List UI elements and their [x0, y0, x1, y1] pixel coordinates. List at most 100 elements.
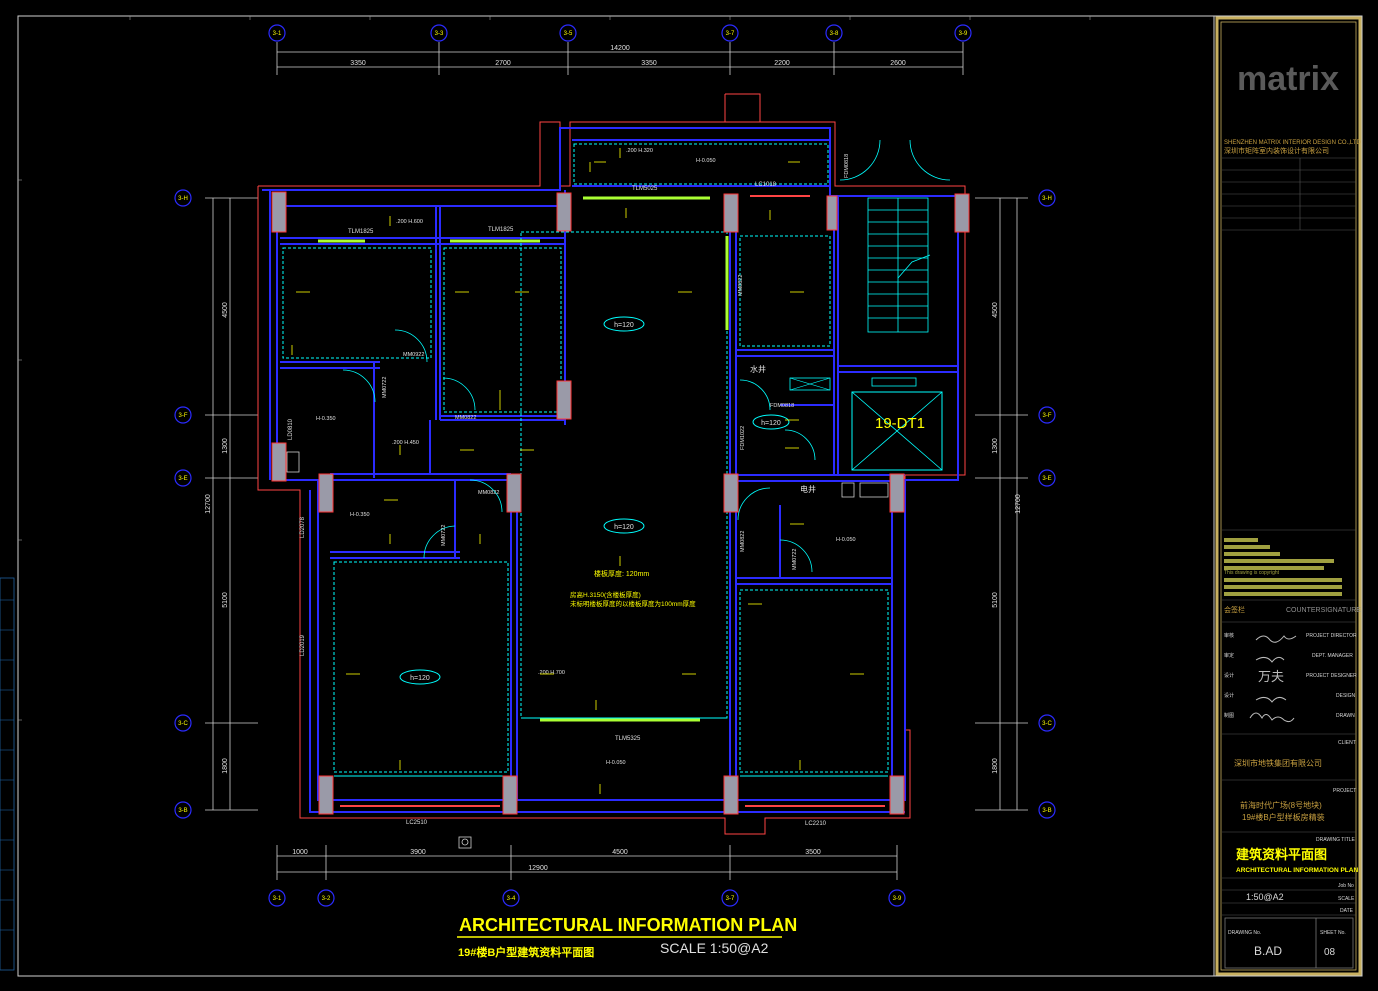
right-dim-3: 5100: [992, 592, 999, 608]
svg-text:3-1: 3-1: [273, 896, 282, 902]
designer-name: 万夫: [1258, 670, 1284, 685]
socket-label: .200 H.700: [538, 670, 565, 676]
door-label: FDM0818: [844, 154, 850, 178]
drawing-border: [17, 15, 1363, 977]
windows: [318, 196, 729, 722]
sheet-no-label: SHEET No.: [1320, 930, 1346, 936]
bottom-dim-1: 1000: [292, 849, 308, 856]
svg-text:3-E: 3-E: [1042, 476, 1051, 482]
role-label-cn: 审核: [1224, 632, 1234, 639]
note-slab: 楼板厚度: 120mm: [594, 569, 649, 578]
window-label: LD2078: [300, 516, 306, 538]
svg-text:3-5: 3-5: [564, 31, 573, 37]
title-block: matrix SHENZHEN MATRIX INTERIOR DESIGN C…: [1215, 16, 1362, 976]
left-dim-2: 1300: [222, 438, 229, 454]
svg-text:3-2: 3-2: [322, 896, 331, 902]
room-height-4: h=120: [761, 420, 781, 427]
door-label: MM0822: [738, 275, 744, 296]
svg-text:3-C: 3-C: [178, 721, 188, 727]
role-label-cn: 设计: [1224, 692, 1234, 699]
plan-title-cn: 19#楼B户型建筑资料平面图: [458, 945, 594, 959]
svg-text:3-F: 3-F: [1043, 413, 1052, 419]
door-label: MM0822: [455, 415, 476, 421]
svg-text:3-B: 3-B: [178, 808, 187, 814]
right-dim-4: 1800: [992, 758, 999, 774]
window-label: TLM1825: [488, 227, 514, 233]
svg-text:3-B: 3-B: [1042, 808, 1051, 814]
door-label: MM0922: [403, 352, 424, 358]
scale-label: SCALE: [1338, 896, 1355, 902]
project-line-2: 19#楼B户型样板房精装: [1242, 812, 1325, 822]
role-label-cn: 制图: [1224, 712, 1234, 719]
svg-text:3-7: 3-7: [726, 31, 735, 37]
svg-text:3-9: 3-9: [893, 896, 902, 902]
window-label: LD2019: [300, 634, 306, 656]
role-label-cn: 设计: [1224, 672, 1234, 679]
right-dim-2: 1300: [992, 438, 999, 454]
svg-text:3-9: 3-9: [959, 31, 968, 37]
company-logo: matrix: [1237, 60, 1339, 98]
left-dim-3: 5100: [222, 592, 229, 608]
countersign-cn: 会签栏: [1224, 605, 1245, 614]
door-swings: [342, 139, 951, 573]
project-line-1: 前海时代广场(8号地块): [1240, 800, 1322, 810]
socket-label: .200 H.600: [396, 219, 423, 225]
drawing-title-en: ARCHITECTURAL INFORMATION PLAN: [1236, 867, 1358, 874]
countersign-en: COUNTERSIGNATURE: [1286, 607, 1361, 614]
role-label: DRAWN: [1336, 713, 1355, 719]
job-no-label: Job No: [1338, 883, 1354, 889]
left-dim-1: 4500: [222, 302, 229, 318]
svg-text:3-7: 3-7: [726, 896, 735, 902]
svg-text:3-H: 3-H: [1042, 196, 1052, 202]
bottom-dim-3: 4500: [612, 849, 628, 856]
scale-value: 1:50@A2: [1246, 892, 1284, 902]
role-label-cn: 审定: [1224, 652, 1234, 659]
role-label: PROJECT DESIGNER: [1306, 673, 1357, 679]
svg-text:3-8: 3-8: [830, 31, 839, 37]
note-default: 未标明楼板厚度的以楼板厚度为100mm厚度: [570, 599, 696, 608]
sheet-number: 08: [1324, 947, 1336, 958]
window-label: LD0810: [288, 418, 294, 440]
drawing-title-label: DRAWING TITLE: [1316, 837, 1356, 843]
lift-label: 19-DT1: [875, 415, 925, 432]
lift-shaft: [851, 377, 943, 471]
date-label: DATE: [1340, 908, 1354, 914]
svg-text:3-1: 3-1: [273, 31, 282, 37]
role-label: PROJECT DIRECTOR: [1306, 633, 1357, 639]
signatures: [1249, 635, 1297, 723]
door-label: MM0722: [792, 549, 798, 570]
level-label: H-0.050: [696, 158, 716, 164]
door-label: MM0722: [382, 377, 388, 398]
drawing-title-cn: 建筑资料平面图: [1236, 847, 1327, 862]
room-height-3: h=120: [410, 675, 430, 682]
level-label: H-0.050: [836, 537, 856, 543]
left-dim-4: 1800: [222, 758, 229, 774]
level-label: H-0.050: [606, 760, 626, 766]
svg-text:3-E: 3-E: [178, 476, 187, 482]
drawing-no-label: DRAWING No.: [1228, 930, 1261, 936]
water-shaft-label: 水井: [750, 364, 766, 374]
svg-text:3-F: 3-F: [179, 413, 188, 419]
role-label: DEPT. MANAGER: [1312, 653, 1353, 659]
electric-shaft-label: 电井: [800, 484, 816, 494]
right-total-dim: 12700: [1015, 494, 1022, 514]
window-label: TLM5025: [632, 186, 658, 192]
drawing-number: B.AD: [1254, 944, 1282, 958]
company-name-en: SHENZHEN MATRIX INTERIOR DESIGN CO.,LTD: [1224, 140, 1361, 146]
top-total-dim: 14200: [610, 45, 630, 52]
client-name: 深圳市地铁集团有限公司: [1234, 758, 1322, 768]
window-label: LC2510: [406, 820, 428, 826]
project-label: PROJECT: [1333, 788, 1356, 794]
copyright-note: This drawing is copyright: [1224, 570, 1280, 576]
top-dim-3: 3350: [641, 60, 657, 67]
door-label: FDM0818: [770, 403, 794, 409]
room-height-1: h=120: [614, 322, 634, 329]
bottom-total-dim: 12900: [528, 865, 548, 872]
window-label: TLM5325: [615, 736, 641, 742]
plan-title-en: ARCHITECTURAL INFORMATION PLAN: [459, 915, 797, 935]
top-dim-2: 2700: [495, 60, 511, 67]
door-label: MM0822: [740, 531, 746, 552]
door-label: MM0822: [478, 490, 499, 496]
level-label: H-0.350: [350, 512, 370, 518]
